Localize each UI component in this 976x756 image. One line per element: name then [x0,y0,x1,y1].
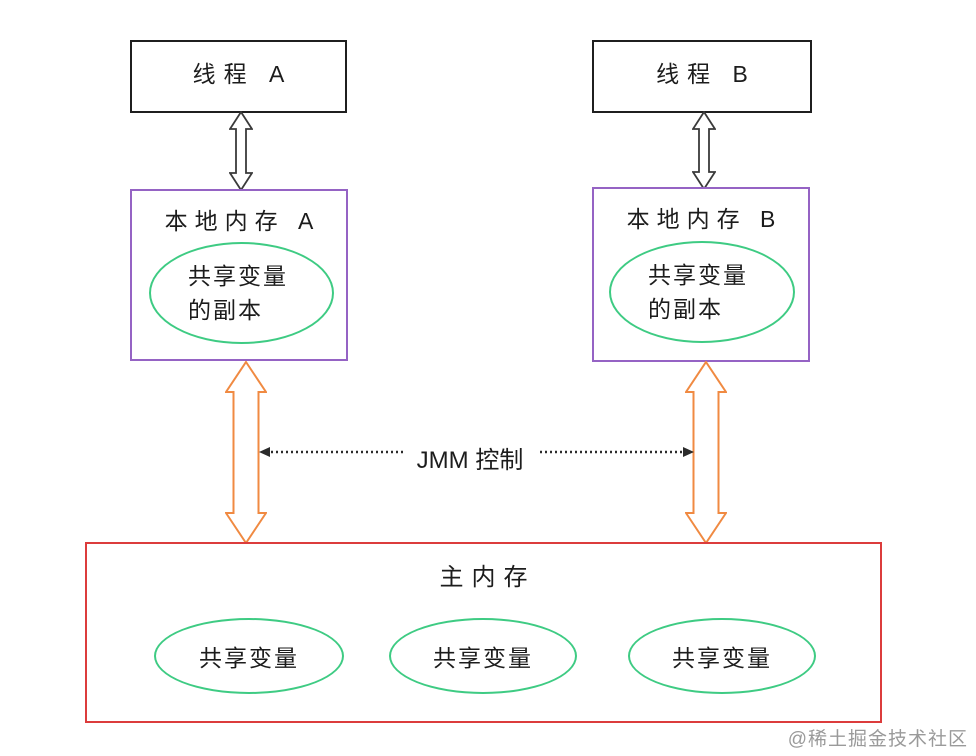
shared-variable-ellipse-2: 共享变量 [389,618,577,694]
shared-variable-copy-line1: 共享变量 [648,262,748,288]
thread-a-label: 线程 A [192,61,293,87]
thread-b-box: 线程 B [592,40,812,113]
shared-variable-copy-line2: 的副本 [648,296,723,322]
local-memory-a-box: 本地内存 A 共享变量 的副本 [130,189,348,361]
jmm-control-right-dotted-arrow-icon [540,447,694,457]
shared-variable-copy-line2: 的副本 [188,297,263,323]
local-memory-b-title: 本地内存 B [626,206,783,232]
shared-variable-copy-line1: 共享变量 [188,263,288,289]
local-memory-a-title: 本地内存 A [164,208,321,234]
jmm-control-label: JMM 控制 [416,447,524,474]
thread-b-localmemory-double-arrow-icon [692,111,716,190]
shared-variable-label: 共享变量 [672,645,772,671]
watermark-text: @稀土掘金技术社区 [787,729,968,750]
shared-variable-ellipse-1: 共享变量 [154,618,344,694]
main-memory-title: 主内存 [439,564,536,591]
local-memory-b-box: 本地内存 B 共享变量 的副本 [592,187,810,362]
local-memory-b-shared-copy-ellipse: 共享变量 的副本 [609,241,795,343]
thread-a-box: 线程 A [130,40,347,113]
shared-variable-ellipse-3: 共享变量 [628,618,816,694]
main-memory-box: 主内存 共享变量 共享变量 共享变量 [85,542,882,723]
local-memory-a-shared-copy-ellipse: 共享变量 的副本 [149,242,334,344]
shared-variable-label: 共享变量 [199,645,299,671]
shared-variable-label: 共享变量 [433,645,533,671]
thread-b-label: 线程 B [656,61,756,87]
jmm-control-left-dotted-arrow-icon [259,447,403,457]
thread-a-localmemory-double-arrow-icon [229,111,253,191]
